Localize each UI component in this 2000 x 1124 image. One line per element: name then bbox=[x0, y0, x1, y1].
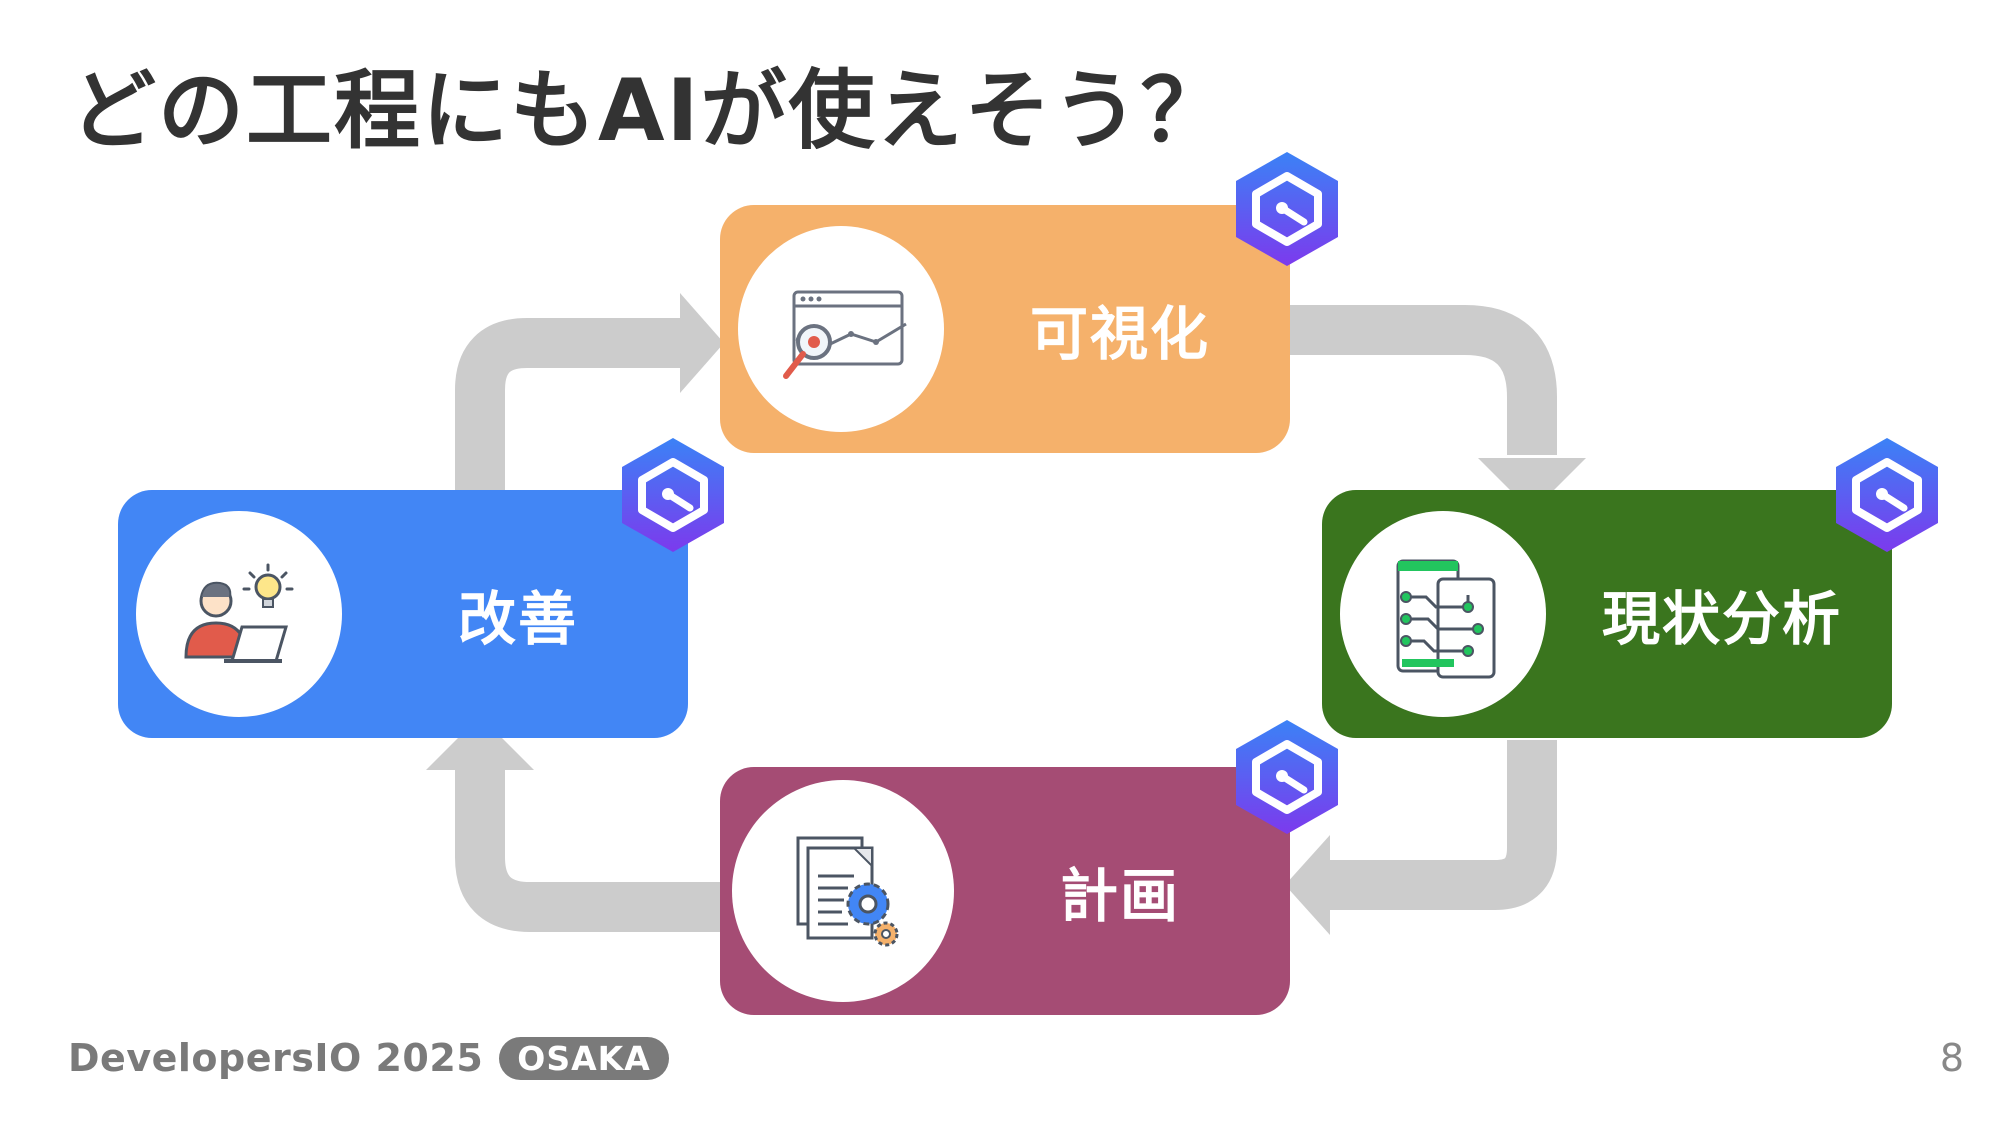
footer-event-pill: OSAKA bbox=[499, 1036, 669, 1080]
ai-badge-visualize bbox=[1236, 152, 1338, 266]
footer-brand: DevelopersIO 2025 bbox=[68, 1036, 484, 1080]
step-improve-icon-circle bbox=[136, 511, 342, 717]
step-visualize-label: 可視化 bbox=[1029, 300, 1210, 368]
step-visualize: 可視化 bbox=[720, 205, 1290, 453]
arrow-analysis-to-plan bbox=[1330, 740, 1557, 910]
arrow-improve-to-visualize bbox=[455, 318, 680, 492]
dashboard-magnifier-icon bbox=[783, 290, 907, 379]
ai-badge-improve bbox=[622, 438, 724, 552]
ai-badge-analysis bbox=[1836, 438, 1938, 552]
step-visualize-icon-circle bbox=[738, 226, 944, 432]
step-improve-label: 改善 bbox=[457, 585, 578, 653]
step-plan-label: 計画 bbox=[1059, 862, 1180, 930]
person-laptop-lightbulb-icon bbox=[184, 563, 294, 663]
step-plan-icon-circle bbox=[732, 780, 954, 1002]
document-gears-icon bbox=[796, 836, 899, 947]
footer-logo: DevelopersIO 2025 OSAKA bbox=[68, 1036, 669, 1080]
arrow-plan-to-improve bbox=[455, 770, 720, 932]
arrow-visualize-to-analysis bbox=[1290, 305, 1557, 455]
step-improve: 改善 bbox=[118, 490, 688, 738]
ai-badge-plan bbox=[1236, 720, 1338, 834]
slide-title: どの工程にもAIが使えそう？ bbox=[70, 61, 1229, 161]
step-analysis-icon-circle bbox=[1340, 511, 1546, 717]
page-number: 8 bbox=[1939, 1036, 1964, 1080]
circuit-tablet-icon bbox=[1396, 559, 1496, 679]
step-analysis-label: 現状分析 bbox=[1601, 585, 1842, 653]
step-plan: 計画 bbox=[720, 767, 1290, 1015]
step-analysis: 現状分析 bbox=[1322, 490, 1892, 738]
